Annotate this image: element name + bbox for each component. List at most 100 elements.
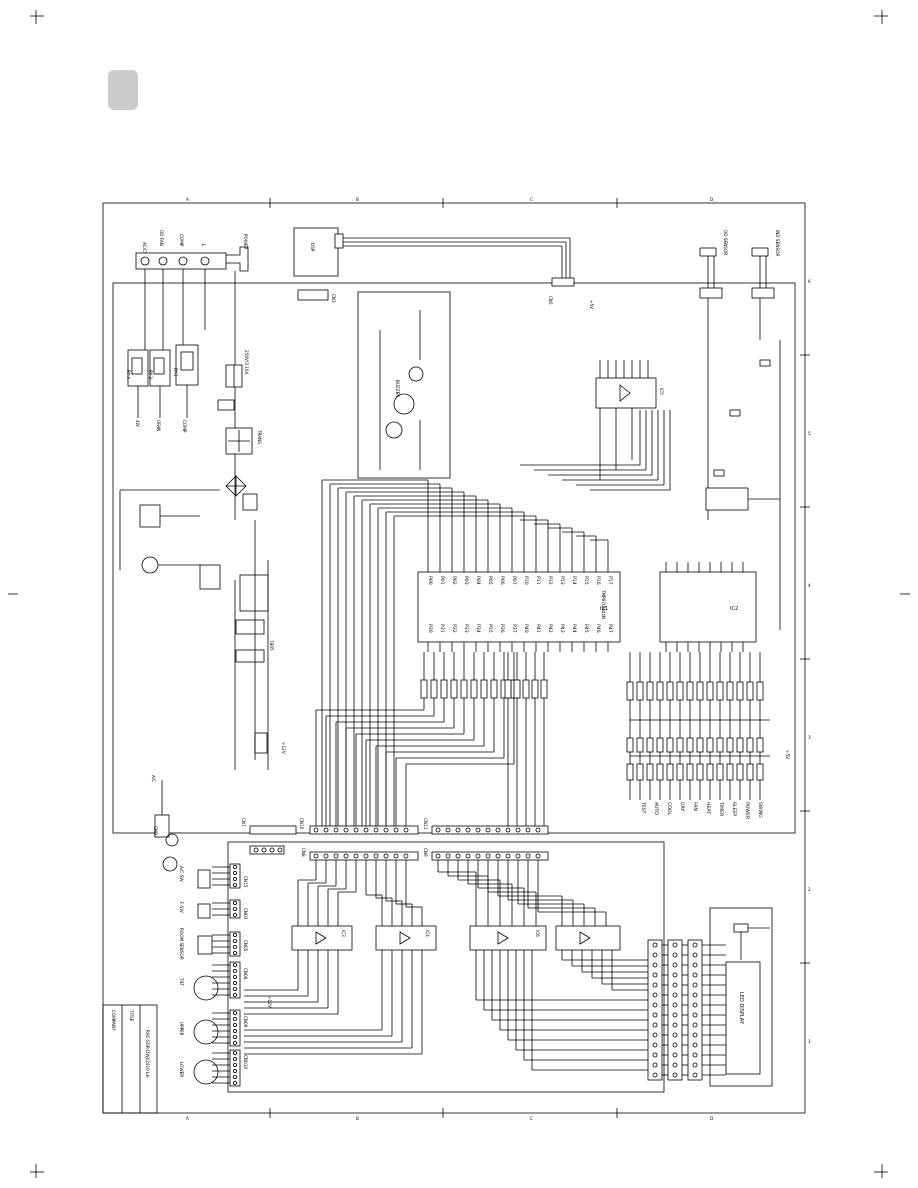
resistor <box>706 763 714 781</box>
zone-row-2: 2 <box>808 887 811 892</box>
resistor <box>686 763 694 781</box>
resistor <box>636 681 644 701</box>
ic4-label: IC4 <box>425 930 430 937</box>
header-pin <box>403 853 409 859</box>
resistor <box>746 737 754 753</box>
regulator-section <box>234 520 269 770</box>
header-pin <box>495 853 501 859</box>
resistor <box>626 737 634 753</box>
resistor <box>746 763 754 781</box>
connector-pin <box>232 939 237 944</box>
header-pin <box>525 827 531 833</box>
connector-pin <box>672 1012 678 1018</box>
connector-pin <box>232 907 237 912</box>
dsp-section <box>293 227 575 301</box>
connector-pin <box>232 993 237 998</box>
connector-pin <box>652 1002 658 1008</box>
resistor <box>420 679 428 699</box>
connector-pin <box>232 901 237 906</box>
cn09-label: CN09 <box>243 1016 248 1028</box>
terminal-label-l: L <box>201 244 206 247</box>
header-pin <box>485 853 491 859</box>
header-pin <box>253 847 259 853</box>
mcu-pin-label: P40 <box>523 624 529 633</box>
connector-pin <box>672 982 678 988</box>
header-pin <box>373 853 379 859</box>
connector-pin <box>652 1052 658 1058</box>
header-pin <box>475 853 481 859</box>
resistor <box>480 679 488 699</box>
resistor <box>646 763 654 781</box>
zone-label-top-b: B <box>356 197 359 202</box>
left-driver-section <box>119 489 221 590</box>
cn08-label: CN08 <box>243 968 248 980</box>
resistor <box>656 737 664 753</box>
header-cn10 <box>309 825 419 835</box>
connector-pin <box>692 1052 698 1058</box>
resistor <box>440 679 448 699</box>
resistor <box>522 679 530 699</box>
cn10-label: CN10 <box>299 818 304 830</box>
connector-pin <box>232 913 237 918</box>
zone-row-1: 1 <box>808 1039 811 1044</box>
header-pin <box>495 827 501 833</box>
connector-stack <box>647 939 663 1081</box>
title-text: RAC-SGR-DWJ/2410 LH <box>145 1030 150 1078</box>
cnd-connector <box>154 780 179 847</box>
ic2-block <box>659 571 757 643</box>
resistor <box>756 737 764 753</box>
connector-pin <box>692 1022 698 1028</box>
dsp-label: DSP <box>310 243 315 252</box>
mcu-pin-label: P35 <box>487 624 493 633</box>
ac-sensor-label: A/C <box>151 775 156 782</box>
connector-pin <box>692 942 698 948</box>
connector-pin <box>232 1041 237 1046</box>
resistor <box>716 681 724 701</box>
connector-pin <box>652 1012 658 1018</box>
page-tab <box>108 70 138 110</box>
zone-row-6: 6 <box>808 279 811 284</box>
header-pin <box>455 853 461 859</box>
connector-body <box>229 931 241 957</box>
connector-pin <box>652 1062 658 1068</box>
connector-pin <box>672 962 678 968</box>
cn05-label: CN05 <box>243 940 248 952</box>
connector-pin <box>652 1032 658 1038</box>
resistor-array-right <box>626 652 770 800</box>
sub-board-wires <box>244 860 648 1071</box>
room-sensor-label: ROOM SENSOR <box>179 928 184 960</box>
relay-out-comp: COMP <box>182 420 187 433</box>
mcu-pin-label: P31 <box>439 624 445 633</box>
resistor <box>646 737 654 753</box>
mcu-pin-label: P46 <box>595 624 601 633</box>
connector-pin <box>232 981 237 986</box>
resistor <box>626 681 634 701</box>
header-pin <box>277 847 283 853</box>
connector-pin <box>652 982 658 988</box>
header-pin <box>525 853 531 859</box>
zone-row-3: 3 <box>808 735 811 740</box>
mcu-pin-label: P43 <box>559 624 565 633</box>
connector-pin <box>672 1052 678 1058</box>
swing-sw-label: A/C-SW <box>179 866 184 882</box>
connector-body <box>229 1049 241 1087</box>
switch-label: SWING <box>757 802 763 818</box>
relay-label-1: RY-1 <box>173 368 178 377</box>
zone-label-top-d: D <box>710 197 713 202</box>
motor-tilt-label: TILT <box>179 977 184 987</box>
top-terminal-block <box>135 246 249 520</box>
connector-body <box>229 961 241 999</box>
mcu-pin-label: P13 <box>559 576 565 585</box>
connector-pin <box>652 1022 658 1028</box>
connector-pin <box>652 992 658 998</box>
resistor <box>726 681 734 701</box>
sensor-connectors <box>699 247 775 520</box>
header-pin <box>455 827 461 833</box>
resistor <box>676 763 684 781</box>
resistor <box>430 679 438 699</box>
resistor <box>676 681 684 701</box>
terminal-label-power: POWER <box>243 234 248 250</box>
connector-pin <box>232 975 237 980</box>
relay-out-4w: 4W <box>135 420 140 427</box>
connector-pin <box>232 883 237 888</box>
